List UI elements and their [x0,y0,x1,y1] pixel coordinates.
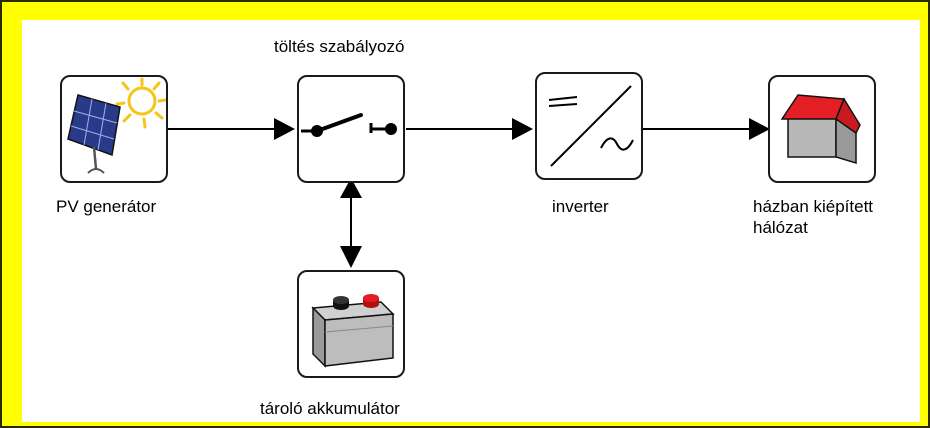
label-inverter: inverter [552,197,609,216]
arrow-controller-to-inverter [406,118,533,140]
connector-layer [168,118,770,268]
label-house-network-line1: házban kiépített [753,197,874,216]
node-pv-generator [60,75,168,183]
label-pv-generator: PV generátor [56,197,157,216]
node-inverter [535,72,643,180]
node-house [768,75,876,183]
house-icon [780,94,861,165]
arrow-pv-to-controller [168,118,295,140]
node-battery [297,270,405,378]
label-house-network-line2: hálózat [753,218,808,237]
inverter-icon [548,85,634,167]
diagram-canvas: PV generátor töltés szabályozó inverter [22,20,920,422]
arrow-inverter-to-house [641,118,770,140]
solar-panel-icon [67,77,166,174]
node-charge-controller [297,75,405,183]
switch-icon [301,113,397,137]
battery-icon [311,294,395,368]
label-charge-controller: töltés szabályozó [274,37,405,56]
label-battery: tároló akkumulátor [260,399,400,418]
arrow-controller-battery [340,178,362,268]
